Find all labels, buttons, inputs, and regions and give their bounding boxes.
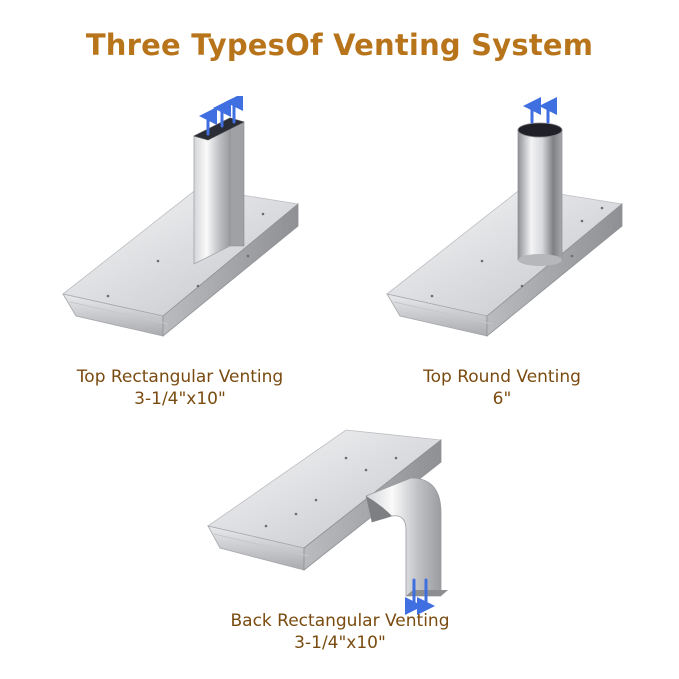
page-title: Three TypesOf Venting System [85,28,594,62]
item-size: 6" [492,389,512,409]
range-hood-back-rectangular-duct-icon [207,429,448,615]
item-name: Top Round Venting [423,367,581,387]
item-size: 3-1/4"x10" [134,389,226,409]
item-name: Top Rectangular Venting [76,367,284,387]
range-hood-top-round-duct-icon [386,97,623,337]
caption-back-rectangular: Back Rectangular Venting 3-1/4"x10" [200,610,480,654]
caption-top-round: Top Round Venting 6" [362,366,642,410]
range-hood-top-rectangular-duct-icon [62,96,299,337]
item-name: Back Rectangular Venting [230,611,450,631]
item-size: 3-1/4"x10" [294,633,386,653]
caption-top-rectangular: Top Rectangular Venting 3-1/4"x10" [40,366,320,410]
